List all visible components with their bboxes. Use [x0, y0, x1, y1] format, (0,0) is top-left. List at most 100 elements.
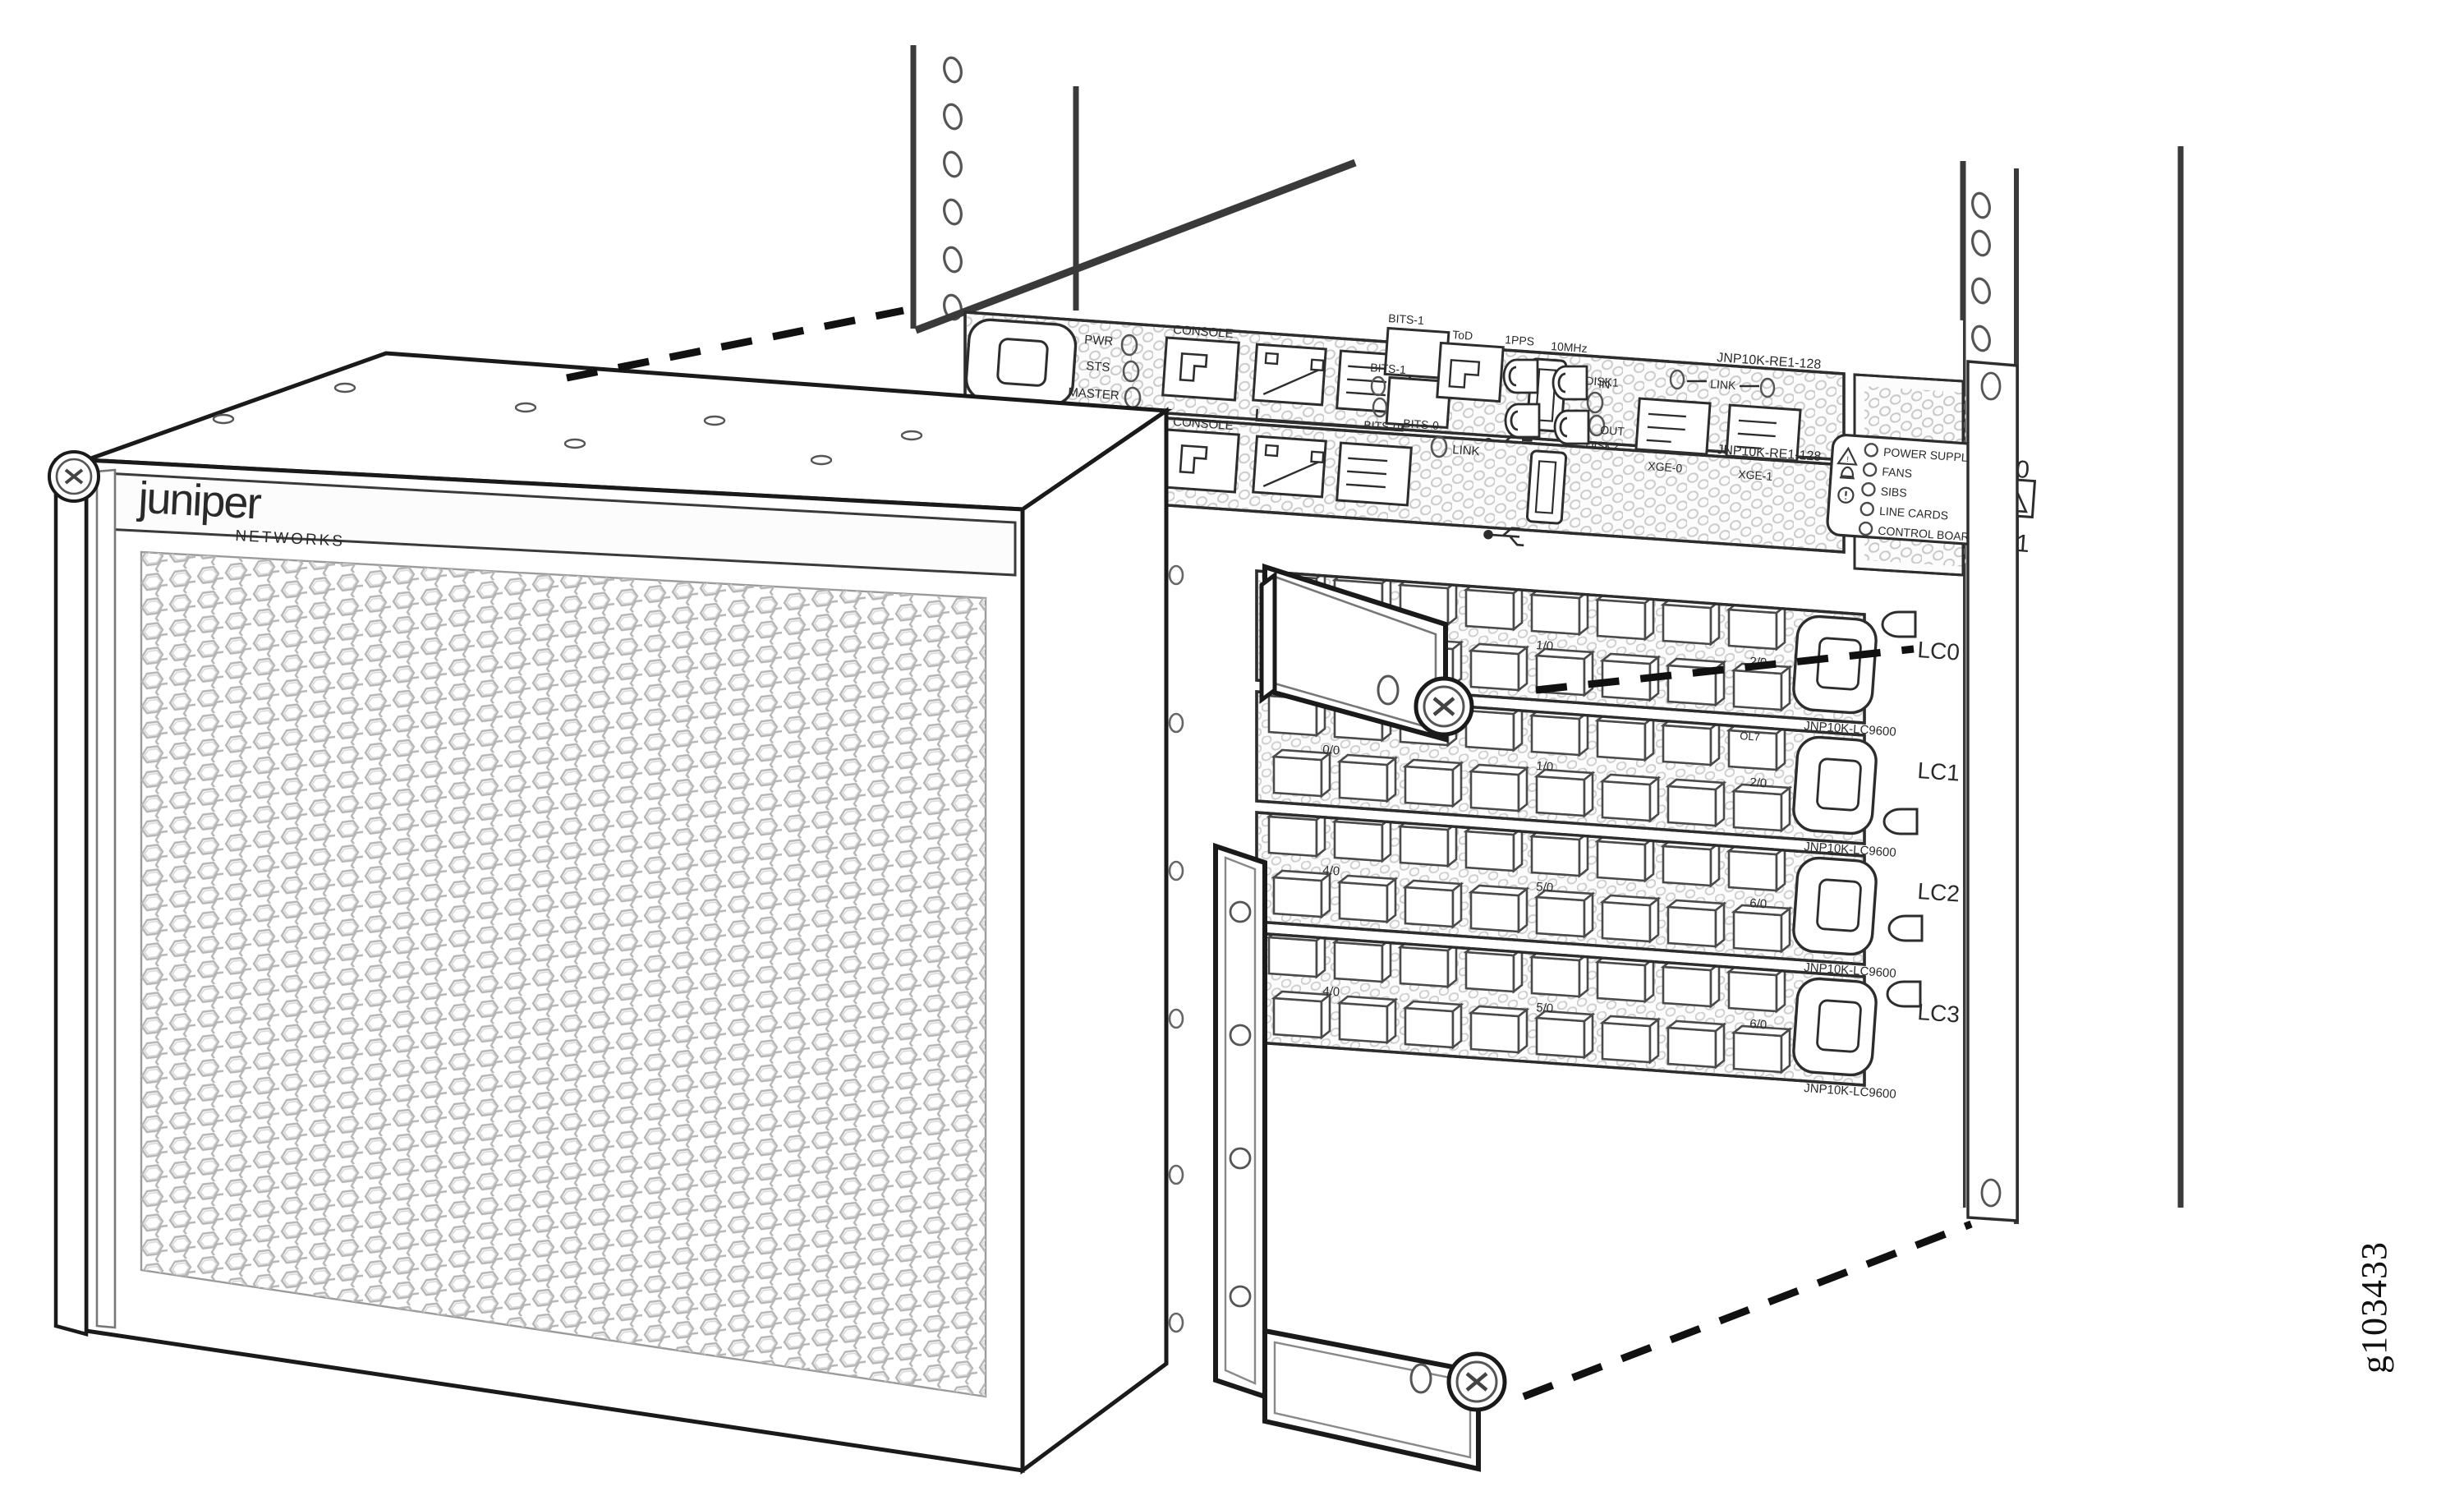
led-fans: [1862, 463, 1878, 477]
lc0-port-label-1: 1/0: [1536, 638, 1554, 653]
chassis-left-ear: [53, 454, 89, 1337]
chassis-led-status-panel: ! POWER SUPPLIES FANS SIBS LINE: [1826, 434, 2013, 547]
lc2-port-label-1: 5/0: [1536, 880, 1554, 895]
alignment-guides: [566, 306, 1973, 1401]
chassis-right-side-face: [1020, 407, 1169, 1475]
chassis-top-screws: [212, 382, 923, 466]
lc3-port-label-2: 6/0: [1749, 1017, 1768, 1032]
mhz-label: 10MHz: [1551, 339, 1588, 355]
re0-console-port[interactable]: CONSOLE: [1161, 323, 1240, 402]
svg-text:!: !: [1846, 455, 1849, 463]
rack-hole-group: [943, 56, 963, 321]
led-line-cards: [1859, 501, 1874, 517]
xge1-label: XGE-1: [1738, 467, 1773, 483]
pps-label: 1PPS: [1505, 333, 1535, 347]
coax-connector-group[interactable]: 1PPS 10MHz IN OU: [1502, 333, 1625, 445]
guide-top: [566, 306, 904, 382]
led-control-boards: [1858, 521, 1873, 536]
lc1-port-label-2: 2/0: [1749, 776, 1768, 790]
lc1-led-label-ol7: OL7: [1740, 729, 1761, 743]
tod-port[interactable]: ToD: [1436, 328, 1505, 403]
lc3-port-label-1: 5/0: [1536, 1001, 1554, 1015]
lc1-ejector-handle[interactable]: [1792, 735, 1878, 835]
led-power-supplies: [1864, 443, 1878, 458]
chassis-front-panel[interactable]: [48, 351, 1184, 1475]
chassis-corner-screw-top[interactable]: [48, 450, 100, 503]
bits1-led: [1370, 375, 1386, 397]
re1-link-led: LINK: [1430, 435, 1480, 458]
lc2-ejector-handle[interactable]: [1792, 856, 1878, 956]
warning-triangle-icon: [1837, 446, 1858, 466]
coax-1pps-in: [1502, 358, 1539, 394]
led-label-sibs: SIBS: [1880, 485, 1907, 499]
lc0-thumbscrew[interactable]: [1881, 610, 1917, 638]
out-label: OUT: [1600, 423, 1625, 438]
led-label-line-cards: LINE CARDS: [1879, 504, 1949, 522]
re0-led-label-master: MASTER: [1068, 385, 1120, 403]
coax-10mhz-out: [1553, 409, 1590, 445]
chassis-left-ear-inner: [95, 468, 117, 1329]
xge-link-label: LINK: [1710, 377, 1737, 392]
re1-mgmt-port-group[interactable]: [1252, 435, 1413, 507]
lc2-port-label-0: 4/0: [1322, 863, 1340, 878]
air-intake-mesh: [141, 552, 986, 1397]
bits-led-group: BITS-1 BITS-0: [1363, 361, 1407, 434]
lc1-port-label-1: 1/0: [1536, 759, 1554, 774]
re0-disk1-label: DISK1: [1585, 374, 1620, 389]
lc1-thumbscrew[interactable]: [1882, 808, 1919, 835]
in-label: IN: [1598, 377, 1611, 391]
lc2-slot-label: LC2: [1917, 878, 1961, 907]
coax-10mhz-in: [1551, 365, 1588, 401]
re0-led-label-sts: STS: [1086, 359, 1110, 375]
led-sibs: [1861, 481, 1876, 497]
re1-usb-icon: [1483, 527, 1524, 547]
xge-port-0: [1634, 397, 1712, 456]
led-label-fans: FANS: [1882, 465, 1913, 481]
coax-1pps-out: [1504, 403, 1541, 439]
timing-bits-panel[interactable]: BITS-1 BITS-0 BITS-0 ToD 1PPS 10MHz: [1363, 328, 1802, 483]
lc1-slot-label: LC1: [1917, 757, 1961, 786]
xge-link-led-0: [1669, 369, 1685, 390]
re0-ejector-handle[interactable]: [964, 318, 1078, 407]
left-rack-post: [910, 45, 1357, 334]
xge-port-group[interactable]: LINK XGE-0 XGE-1: [1634, 369, 1802, 483]
xge-link-led-1: [1759, 377, 1776, 398]
bell-icon: [1839, 466, 1855, 480]
lc2-port-label-2: 6/0: [1749, 896, 1768, 911]
re0-led-label-pwr: PWR: [1084, 333, 1114, 348]
chassis-side-screws: [1168, 564, 1184, 1333]
bits1-led-label: BITS-1: [1370, 361, 1407, 376]
lc3-ejector-handle[interactable]: [1792, 977, 1878, 1077]
guide-bottom: [1522, 1220, 1973, 1401]
bits0-led-label: BITS-0: [1363, 418, 1400, 434]
figure-id-label: g103433: [2354, 1241, 2394, 1374]
re0-led-group: PWR STS MASTER: [1068, 333, 1142, 409]
line-card-lc2[interactable]: 4/0 5/0 6/0 LC2 JNP10K-LC9600: [1253, 807, 1961, 981]
tod-label: ToD: [1452, 328, 1473, 343]
lc2-thumbscrew[interactable]: [1887, 914, 1924, 942]
re1-ssd-slot[interactable]: [1525, 449, 1568, 525]
re1-link-label: LINK: [1452, 443, 1480, 458]
lc0-slot-label: LC0: [1917, 637, 1961, 665]
bottom-mounting-flange[interactable]: [1213, 842, 1507, 1472]
re0-led-sts: [1122, 360, 1140, 383]
re0-disk1-led: [1586, 391, 1604, 414]
lc1-port-label-0: 0/0: [1322, 743, 1340, 757]
bits0-led: [1372, 397, 1388, 418]
re1-console-port[interactable]: CONSOLE: [1161, 415, 1240, 494]
top-mounting-flange[interactable]: [1259, 563, 1474, 743]
lc3-slot-label: LC3: [1917, 999, 1961, 1028]
xge0-label: XGE-0: [1648, 459, 1683, 475]
re0-led-pwr: [1120, 334, 1138, 357]
bottom-flange-hole: [1409, 1363, 1432, 1394]
top-flange-captive-screw[interactable]: [1414, 676, 1474, 737]
lc3-thumbscrew[interactable]: [1886, 980, 1922, 1008]
top-flange-hole: [1377, 674, 1400, 706]
bits0-label-bottom: BITS-0: [1403, 417, 1440, 432]
alert-circle-icon: [1837, 486, 1855, 504]
bottom-flange-captive-screw[interactable]: [1446, 1351, 1507, 1412]
lc0-ejector-handle[interactable]: [1792, 614, 1878, 715]
guide-middle: [1535, 645, 1915, 694]
